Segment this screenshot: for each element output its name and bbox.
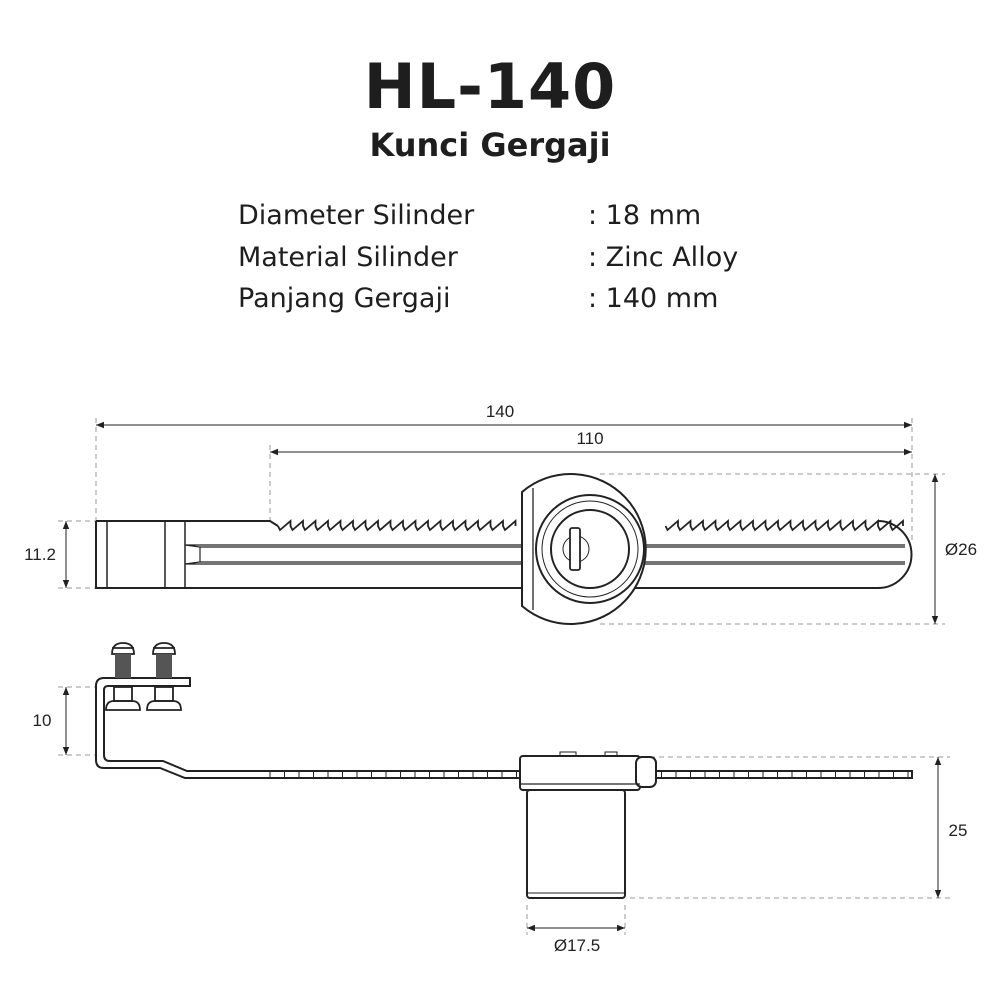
- product-code-title: HL-140: [363, 50, 617, 123]
- spec-row: Material Silinder : Zinc Alloy: [238, 242, 738, 273]
- dim-label: 110: [576, 429, 603, 448]
- dim-label: Ø26: [945, 540, 977, 559]
- spec-value: : 140 mm: [588, 283, 719, 314]
- dim-bracket-height: 10: [33, 687, 70, 755]
- spec-row: Panjang Gergaji : 140 mm: [238, 283, 718, 314]
- lock-cylinder-side: [519, 751, 657, 899]
- top-view: [58, 418, 945, 625]
- spec-label: Panjang Gergaji: [238, 283, 451, 314]
- lock-cylinder-face: [521, 473, 647, 625]
- spec-row: Diameter Silinder : 18 mm: [238, 200, 701, 231]
- product-name-subtitle: Kunci Gergaji: [369, 126, 611, 164]
- screw: [105, 642, 182, 711]
- spec-label: Diameter Silinder: [238, 200, 475, 231]
- dim-label: Ø17.5: [554, 936, 600, 955]
- bracket: [95, 677, 913, 779]
- dim-label: 140: [486, 402, 514, 421]
- side-view: [58, 642, 950, 935]
- extension-lines: [58, 418, 945, 625]
- dim-label: 11.2: [24, 545, 56, 564]
- dim-saw-length: 110: [270, 429, 912, 456]
- spec-value: : 18 mm: [588, 200, 702, 231]
- spec-label: Material Silinder: [238, 242, 458, 273]
- dim-cylinder-length: 25: [934, 757, 968, 898]
- dim-total-length: 140: [96, 402, 912, 429]
- saw-teeth: [277, 519, 904, 532]
- spec-value: : Zinc Alloy: [588, 242, 739, 273]
- dim-lock-diameter: Ø26: [931, 474, 977, 624]
- keyhole-icon: [569, 527, 581, 571]
- dim-bar-height: 11.2: [24, 521, 70, 588]
- dim-label: 10: [33, 711, 52, 730]
- dim-label: 25: [949, 821, 968, 840]
- saw-bar: [95, 520, 913, 589]
- dim-cylinder-diameter: Ø17.5: [527, 924, 625, 955]
